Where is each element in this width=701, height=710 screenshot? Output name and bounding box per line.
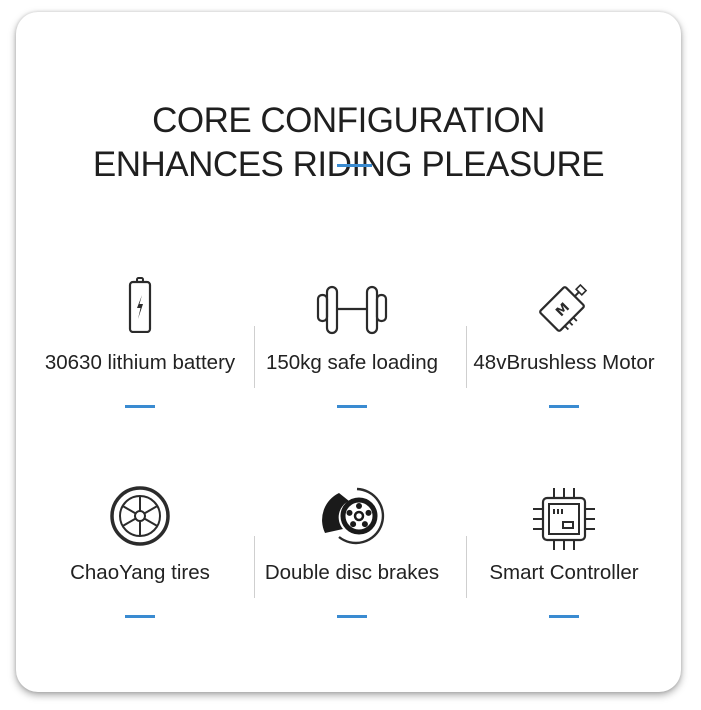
accent-bar	[125, 405, 155, 408]
motor-icon: M	[539, 283, 588, 332]
accent-bar	[337, 405, 367, 408]
disc-brake-icon	[322, 487, 385, 545]
title-accent-bar	[337, 164, 372, 167]
battery-icon	[128, 277, 152, 333]
dumbbell-icon	[316, 285, 388, 335]
accent-bar	[549, 615, 579, 618]
divider	[466, 326, 467, 388]
feature-label: 150kg safe loading	[265, 351, 439, 374]
tire-icon	[110, 486, 170, 546]
feature-label: 48vBrushless Motor	[473, 351, 655, 374]
svg-text:M: M	[553, 300, 573, 320]
divider	[254, 326, 255, 388]
feature-label: ChaoYang tires	[70, 561, 210, 584]
feature-label: Double disc brakes	[264, 561, 440, 584]
title-line-1: CORE CONFIGURATION	[152, 101, 545, 141]
accent-bar	[125, 615, 155, 618]
accent-bar	[337, 615, 367, 618]
feature-label: Smart Controller	[489, 561, 639, 584]
page-title: CORE CONFIGURATION ENHANCES RIDING PLEAS…	[16, 99, 681, 187]
feature-label: 30630 lithium battery	[44, 351, 236, 374]
divider	[254, 536, 255, 598]
chip-icon	[533, 488, 595, 550]
feature-card: CORE CONFIGURATION ENHANCES RIDING PLEAS…	[16, 12, 681, 692]
accent-bar	[549, 405, 579, 408]
divider	[466, 536, 467, 598]
